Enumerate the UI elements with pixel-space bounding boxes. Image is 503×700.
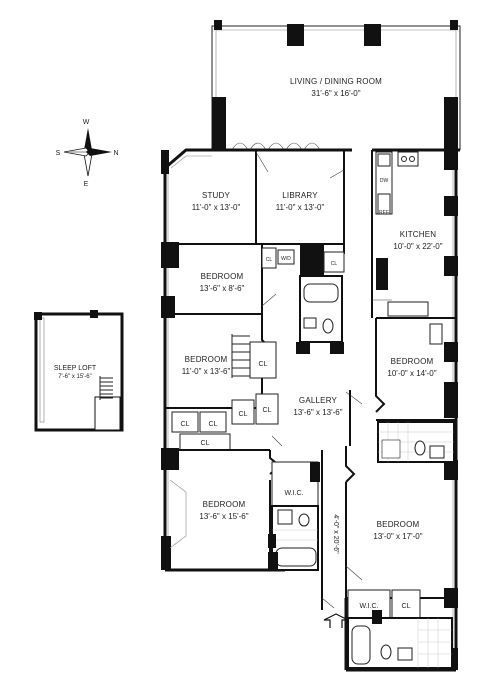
- study: STUDY 11'-0" x 13'-0": [165, 150, 257, 245]
- wic-label-west: W.I.C.: [284, 490, 303, 497]
- closet-label-row-3: CL: [239, 411, 248, 418]
- bedroom-mid-dims: 11'-0" x 13'-6": [182, 367, 231, 376]
- library-name: LIBRARY: [282, 191, 318, 200]
- closets-row: CL CL CL CL CL: [165, 393, 279, 451]
- library: LIBRARY 11'-0" x 13'-0": [255, 150, 345, 254]
- study-name: STUDY: [202, 191, 231, 200]
- bedroom-small: BEDROOM 13'-6" x 8'-6": [165, 244, 277, 315]
- closet-label-row-2: CL: [209, 421, 218, 428]
- bedroom-se-dims: 13'-0" x 17'-0": [373, 532, 422, 541]
- sleep-loft: SLEEP LOFT 7'-6" x 15'-6": [34, 310, 124, 432]
- living-dining-dims: 31'-6" x 16'-0": [311, 89, 360, 98]
- refrigerator-label: REF: [379, 210, 389, 216]
- kitchen-name: KITCHEN: [400, 230, 437, 239]
- compass-west: W: [83, 119, 90, 126]
- bedroom-se: BEDROOM 13'-0" x 17'-0": [345, 446, 456, 599]
- kitchen-dims: 10'-0" x 22'-0": [393, 242, 442, 251]
- study-dims: 11'-0" x 13'-0": [192, 203, 241, 212]
- closet-label-core: CL: [331, 261, 338, 267]
- bath-east: [377, 421, 455, 463]
- compass-south: S: [56, 150, 61, 157]
- hall-dims: 4'-0" x 20'-6": [332, 514, 339, 554]
- bedroom-se-name: BEDROOM: [377, 520, 420, 529]
- wic-bath-east: W.I.C. CL: [347, 589, 453, 669]
- bedroom-mid-name: BEDROOM: [185, 355, 228, 364]
- bedroom-mid: CL BEDROOM 11'-0" x 13'-6": [165, 314, 277, 409]
- living-dining-name: LIVING / DINING ROOM: [290, 77, 382, 86]
- bedroom-sw-dims: 13'-6" x 15'-6": [199, 512, 248, 521]
- compass-east: E: [84, 181, 89, 188]
- bedroom-small-name: BEDROOM: [201, 272, 244, 281]
- sleep-loft-name: SLEEP LOFT: [54, 365, 97, 372]
- bedroom-small-dims: 13'-6" x 8'-6": [200, 284, 245, 293]
- bedroom-sw: BEDROOM 13'-6" x 15'-6": [169, 450, 282, 570]
- bedroom-east-dims: 10'-0" x 14'-0": [387, 369, 436, 378]
- compass-rose: W S N E: [56, 119, 119, 188]
- library-dims: 11'-0" x 13'-0": [276, 203, 325, 212]
- closet-label-row-1: CL: [181, 421, 190, 428]
- closet-label-mid-1: CL: [259, 361, 268, 368]
- wic-bath-west: W.I.C.: [268, 461, 320, 571]
- living-dining-room: LIVING / DINING ROOM 31'-6" x 16'-0": [211, 20, 461, 152]
- closet-label-laundry: CL: [266, 257, 273, 263]
- bedroom-east: BEDROOM 10'-0" x 14'-0": [375, 317, 456, 421]
- bedroom-east-name: BEDROOM: [391, 357, 434, 366]
- wic-label-east: W.I.C.: [359, 603, 378, 610]
- compass-north: N: [113, 150, 118, 157]
- bedroom-sw-name: BEDROOM: [203, 500, 246, 509]
- center-service-core: CL W/D CL: [261, 244, 345, 354]
- closet-label-row-4: CL: [263, 407, 272, 414]
- closet-label-row-5: CL: [201, 440, 210, 447]
- dishwasher-label: DW: [380, 178, 389, 184]
- sleep-loft-dims: 7'-6" x 15'-6": [58, 374, 92, 380]
- gallery-dims: 13'-6" x 13'-6": [293, 408, 342, 417]
- gallery: GALLERY 13'-6" x 13'-6": [271, 390, 363, 447]
- washer-dryer-label: W/D: [281, 256, 291, 262]
- closet-label-se: CL: [402, 603, 411, 610]
- hall: 4'-0" x 20'-6": [321, 450, 349, 628]
- gallery-name: GALLERY: [299, 396, 338, 405]
- kitchen: DW REF KITCHEN 10'-0" x 22'-0": [371, 150, 443, 318]
